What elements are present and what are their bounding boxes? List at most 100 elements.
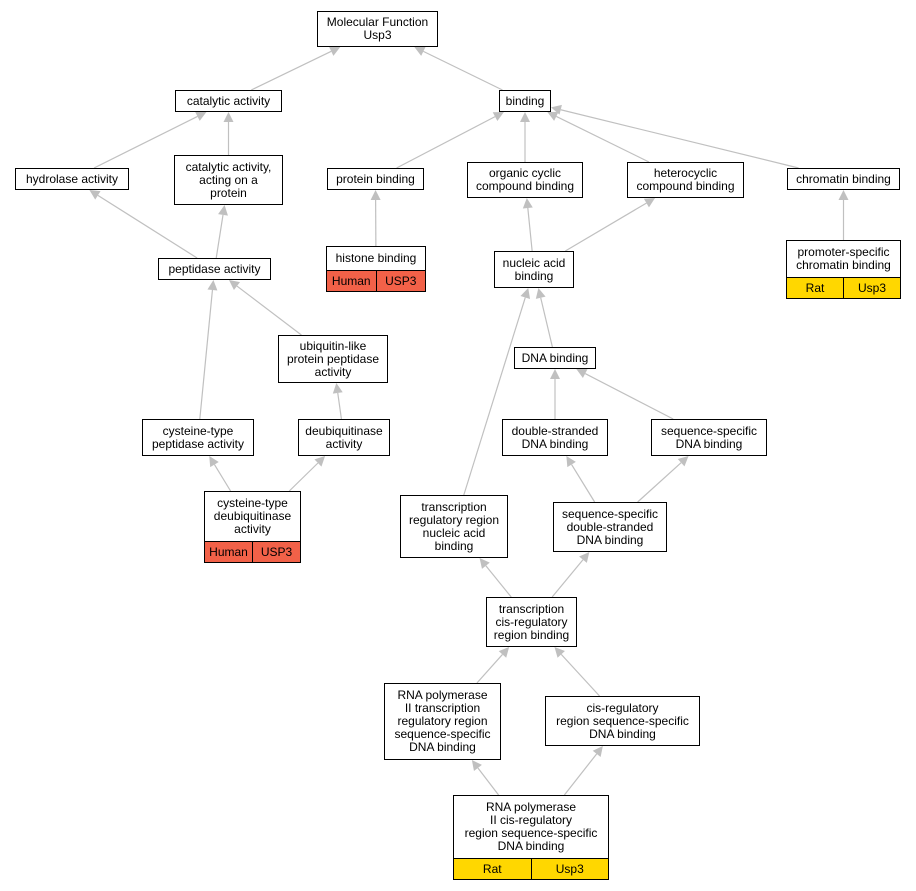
edge-line — [560, 653, 600, 697]
node-label: chromatin binding — [796, 171, 891, 186]
edge-line — [477, 767, 500, 796]
node-label: binding — [505, 93, 545, 108]
node-label: region sequence-specific — [464, 826, 598, 840]
node-label: regulatory region — [397, 714, 488, 728]
edge-arrowhead — [547, 111, 559, 121]
node-label: activity — [234, 522, 271, 536]
edge-line — [527, 207, 533, 252]
edge-line — [423, 50, 503, 91]
annotation-row: Human USP3 — [205, 541, 300, 562]
node-label: activity — [325, 436, 363, 451]
node-hydrolase-activity[interactable]: hydrolase activity — [15, 168, 129, 190]
annotation-gene: USP3 — [375, 271, 426, 291]
edge-line — [199, 289, 214, 420]
edge-line — [236, 285, 302, 336]
annotation-gene: USP3 — [252, 542, 300, 562]
node-label: transcription — [421, 499, 487, 514]
node-label: protein binding — [336, 171, 415, 186]
node-label: cysteine-type — [162, 423, 234, 438]
edge-line — [563, 753, 598, 796]
node-label: region sequence-specific — [556, 713, 689, 728]
node-label: activity — [314, 364, 352, 379]
annotation-gene: Usp3 — [843, 278, 900, 298]
edge-arrowhead — [579, 552, 590, 563]
node-label: protein — [210, 185, 247, 200]
node-label: binding — [514, 268, 554, 283]
annotation-row: Rat Usp3 — [787, 277, 900, 298]
edge-arrowhead — [414, 46, 426, 56]
node-label: DNA binding — [576, 532, 644, 547]
node-binding[interactable]: binding — [499, 90, 551, 112]
edge-line — [584, 373, 674, 420]
annotation-species: Rat — [805, 281, 825, 295]
node-label: histone binding — [335, 251, 417, 265]
edge-arrowhead — [223, 112, 234, 122]
edge-arrowhead — [643, 198, 656, 208]
edge-line — [97, 194, 198, 259]
node-label: cis-regulatory — [586, 700, 659, 715]
annotation-row: Human USP3 — [327, 270, 425, 291]
node-label: DNA binding — [675, 436, 743, 451]
edge-line — [565, 202, 647, 252]
edge-arrowhead — [522, 198, 533, 209]
node-catalytic-activity[interactable]: catalytic activity — [175, 90, 282, 112]
node-label: DNA binding — [409, 740, 476, 754]
annotation-species: Human — [209, 545, 248, 559]
node-label: peptidase activity — [151, 436, 245, 451]
edge-line — [396, 116, 496, 169]
edge-line — [556, 115, 650, 163]
edge-line — [540, 297, 553, 348]
node-label: II cis-regulatory — [489, 813, 573, 827]
edge-arrowhead — [677, 456, 689, 467]
edge-arrowhead — [566, 456, 576, 468]
edge-line — [637, 462, 682, 503]
node-label: transcription — [498, 601, 565, 616]
node-peptidase-activity[interactable]: peptidase activity — [158, 258, 271, 280]
edge-arrowhead — [329, 46, 341, 56]
node-label: peptidase activity — [168, 261, 261, 276]
node-label: nucleic acid — [422, 525, 486, 540]
node-label: chromatin binding — [796, 258, 891, 272]
node-protein-binding[interactable]: protein binding — [327, 168, 424, 190]
node-label: compound binding — [636, 179, 735, 193]
annotation-gene: Usp3 — [530, 859, 609, 879]
annotation-species: Human — [331, 274, 371, 288]
node-dna-binding[interactable]: DNA binding — [514, 347, 596, 369]
annotation-species: Rat — [482, 862, 502, 876]
edge-arrowhead — [314, 456, 326, 467]
edge-line — [560, 109, 799, 169]
node-label: deubiquitinase — [305, 423, 383, 438]
node-label: regulatory region — [408, 512, 500, 527]
edge-arrowhead — [492, 112, 504, 122]
node-label: binding — [434, 538, 474, 553]
node-label: cysteine-type — [217, 496, 288, 510]
edge-line — [251, 50, 332, 91]
edge-arrowhead — [471, 760, 482, 771]
edge-line — [463, 297, 526, 496]
node-label: catalytic activity, — [185, 159, 272, 174]
node-chromatin-binding[interactable]: chromatin binding — [787, 168, 900, 190]
edge-arrowhead — [520, 112, 530, 122]
node-label: ubiquitin-like — [299, 338, 367, 353]
edge-line — [551, 559, 584, 598]
